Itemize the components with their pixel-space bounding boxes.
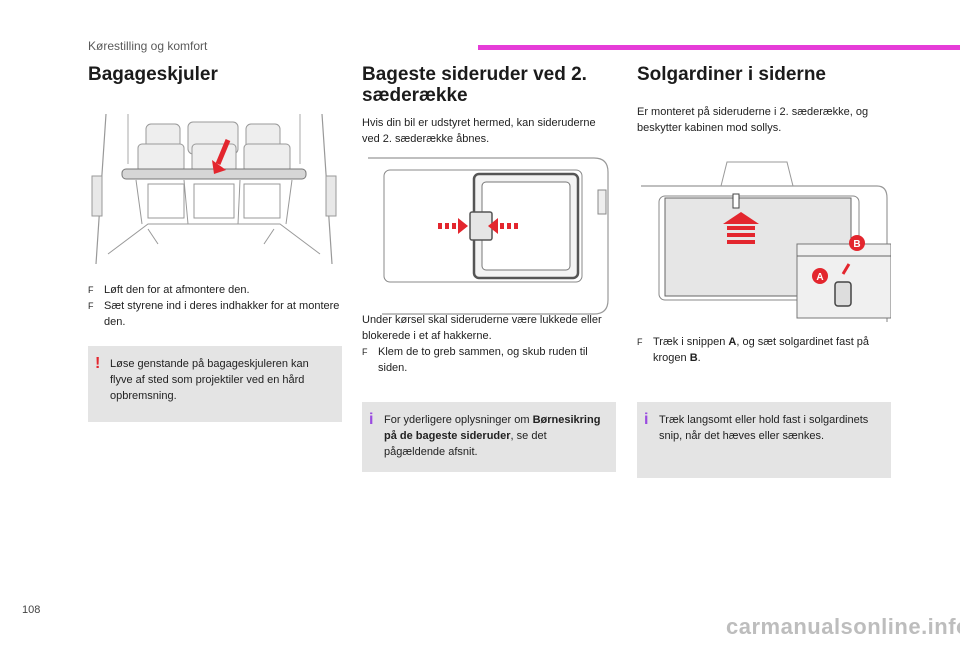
info-text-pre: For yderligere oplysninger om [384,414,530,426]
info-text-post: , se det pågældende afsnit. [384,430,547,458]
heading-sun-blinds: Solgardiner i siderne [637,64,826,85]
bullet-squeeze: F Klem de to greb sammen, og skub ruden t… [362,344,616,376]
section-label: Kørestilling og komfort [88,39,208,53]
page-number: 108 [22,604,41,616]
column-rear-windows: Bageste sideruder ved 2.sæderække Hvis d… [362,64,616,147]
warning-box: ! Løse genstande på bagageskjuleren kan … [88,346,342,422]
bullet-marker: F [88,285,94,295]
rear-windows-body: Under kørsel skal sideruderne være lukke… [362,314,602,342]
bullet-marker: F [88,301,94,311]
column-luggage-cover: Bagageskjuler [88,64,342,85]
bullet-text-mid: , og sæt solgardinet fast på krogen [653,336,870,364]
bullet-squeeze-text: Klem de to greb sammen, og skub ruden ti… [378,346,588,374]
bullet-install-text: Sæt styrene ind i deres indhakker for at… [104,300,340,328]
warning-text: Løse genstande på bagageskjuleren kan fl… [110,358,309,402]
ref-b: B [689,352,698,364]
bullet-pull-tab: F Træk i snippen A, og sæt solgardinet fa… [637,334,891,366]
info-icon: i [644,411,649,428]
bullet-pull-tab-text: Træk i snippen A, og sæt solgardinet fas… [653,334,891,366]
bullet-marker: F [362,347,368,357]
bullet-text-pre: Træk i snippen [653,336,726,348]
info-link-child-safety[interactable]: Børnesikring på de bageste sideruder [384,414,601,442]
bullet-install: F Sæt styrene ind i deres indhakker for a… [88,298,342,330]
bullet-marker: F [637,337,643,347]
bullet-remove: F Løft den for at afmontere den. [88,282,342,298]
warning-exclamation-icon: ! [95,355,101,372]
info-box-sun-blind: i Træk langsomt eller hold fast i solgar… [637,402,891,478]
info-sun-blind-text: Træk langsomt eller hold fast i solgardi… [659,414,869,442]
ref-a: A [728,336,737,348]
info-icon: i [369,411,374,428]
heading-luggage-cover: Bagageskjuler [88,64,218,85]
callout-b: B [853,239,860,250]
luggage-cover-illustration [88,104,340,272]
bullet-remove-text: Løft den for at afmontere den. [104,284,250,296]
heading-line1: Bageste sideruder ved 2. [362,64,587,85]
sun-blinds-intro: Er monteret på sideruderne i 2. sæderækk… [637,106,869,134]
sun-blind-illustration: A B [641,161,891,322]
heading-line2: sæderække [362,85,468,106]
bullet-text-end: . [697,352,701,364]
column-sun-blinds: Solgardiner i siderne Er monteret på sid… [637,64,891,136]
heading-rear-windows: Bageste sideruder ved 2.sæderække [362,64,616,106]
info-box-child-safety: i For yderligere oplysninger om Børnesik… [362,402,616,472]
rear-windows-intro: Hvis din bil er udstyret hermed, kan sid… [362,117,596,145]
accent-bar [478,45,960,50]
watermark: carmanualsonline.info [726,614,960,639]
callout-a: A [816,272,823,283]
sliding-window-illustration [368,157,609,315]
